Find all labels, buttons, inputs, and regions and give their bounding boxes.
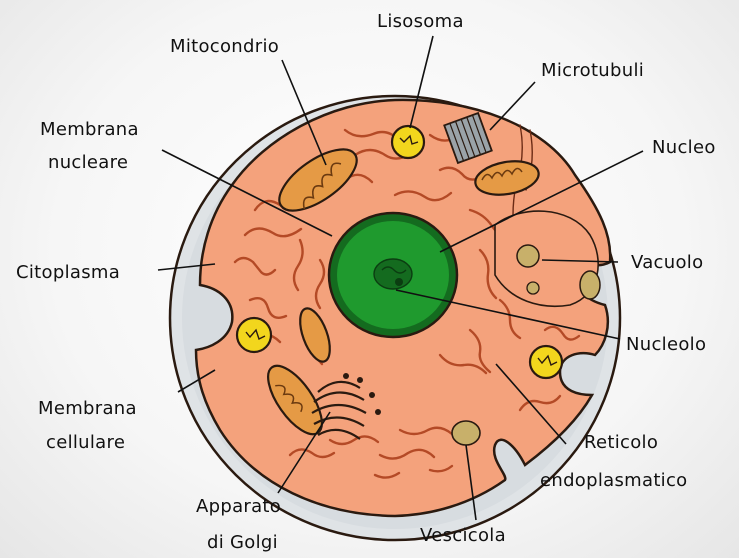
label-membrana-cellulare-1: Membrana xyxy=(38,398,137,419)
label-reticolo-1: Reticolo xyxy=(584,432,658,453)
label-vescicola: Vescicola xyxy=(420,525,506,546)
lysosome-right xyxy=(530,346,562,378)
label-microtubuli: Microtubuli xyxy=(541,60,644,81)
label-reticolo-2: endoplasmatico xyxy=(540,470,688,491)
label-apparato-golgi-1: Apparato xyxy=(196,496,281,517)
label-membrana-nucleare-2: nucleare xyxy=(48,152,128,173)
label-apparato-golgi-2: di Golgi xyxy=(207,532,278,553)
label-nucleo: Nucleo xyxy=(652,137,716,158)
label-nucleolo: Nucleolo xyxy=(626,334,706,355)
nucleus xyxy=(329,213,457,337)
lysosome-top xyxy=(392,126,424,158)
vesicle xyxy=(452,421,480,445)
label-lisosoma: Lisosoma xyxy=(377,11,464,32)
label-vacuolo: Vacuolo xyxy=(631,252,703,273)
lysosome-left xyxy=(237,318,271,352)
label-mitocondrio: Mitocondrio xyxy=(170,36,279,57)
label-membrana-cellulare-2: cellulare xyxy=(46,432,125,453)
nucleolus xyxy=(374,259,412,289)
label-membrana-nucleare-1: Membrana xyxy=(40,119,139,140)
label-citoplasma: Citoplasma xyxy=(16,262,120,283)
